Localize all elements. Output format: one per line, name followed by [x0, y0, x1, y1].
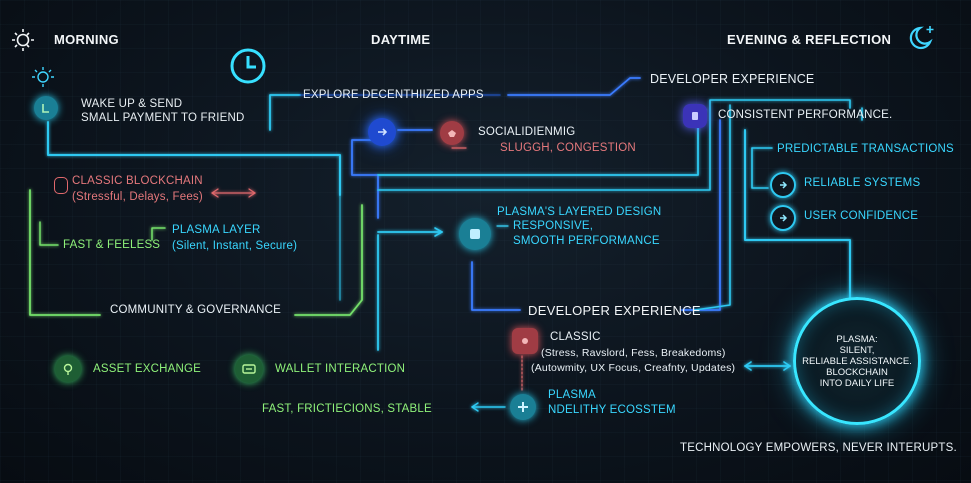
classic-line2: (Stress, Ravslord, Fess, Breakedoms)	[541, 347, 726, 359]
wallet-interaction-text: WALLET INTERACTION	[275, 363, 405, 375]
reliable-systems-text: RELIABLE SYSTEMS	[804, 177, 920, 189]
asset-exchange-icon	[55, 356, 81, 382]
predictable-transactions-text: PREDICTABLE TRANSACTIONS	[777, 143, 954, 155]
circle-line-5: INTO DAILY LIFE	[820, 378, 894, 389]
fast-feeless-text: FAST & FEELESS	[63, 239, 160, 251]
user-confidence-text: USER CONFIDENCE	[804, 210, 918, 222]
circle-line-4: BLOCKCHAIN	[826, 367, 888, 378]
classic-icon	[512, 328, 538, 354]
developer-experience-center: DEVELOPER EXPERIENCE	[528, 303, 701, 318]
fast-frictionless-text: FAST, FRICTIECIONS, STABLE	[262, 403, 432, 415]
arrow-node-icon	[368, 118, 396, 146]
social-icon	[440, 121, 464, 145]
plasma-layer-sub: (Silent, Instant, Secure)	[172, 240, 297, 252]
section-morning: MORNING	[54, 32, 119, 47]
explore-dapps-text: EXPLORE DECENTHIIZED APPS	[303, 89, 484, 101]
classic-blockchain-title: CLASSIC BLOCKCHAIN	[72, 175, 203, 187]
circle-line-2: SILENT,	[840, 345, 875, 356]
section-evening: EVENING & REFLECTION	[727, 32, 891, 47]
sun-icon	[8, 28, 38, 57]
circle-line-3: RELIABLE ASSISTANCE.	[802, 356, 912, 367]
layered-design-line2: RESPONSIVE,	[513, 220, 593, 232]
plasma-summary-circle: PLASMA: SILENT, RELIABLE ASSISTANCE. BLO…	[793, 297, 921, 425]
social-sub: SLUGGH, CONGESTION	[500, 142, 636, 154]
reliable-arrow-icon	[770, 172, 796, 198]
classic-blockchain-sub: (Stressful, Delays, Fees)	[72, 191, 203, 203]
phone-icon	[54, 177, 68, 194]
small-sun-icon	[30, 66, 56, 93]
classic-line3: (Autowmity, UX Focus, Creafnty, Updates)	[531, 362, 735, 374]
plasma-ecosystem-title: PLASMA	[548, 389, 596, 401]
layered-design-icon	[459, 218, 491, 250]
confidence-arrow-icon	[770, 205, 796, 231]
layered-design-title: PLASMA'S LAYERED DESIGN	[497, 206, 661, 218]
asset-exchange-text: ASSET EXCHANGE	[93, 363, 201, 375]
moon-icon	[903, 22, 937, 57]
classic-title: CLASSIC	[550, 331, 601, 343]
plasma-ecosystem-sub: NDELITHY ECOSSTEM	[548, 404, 676, 416]
clock-icon	[228, 46, 268, 91]
section-daytime: DAYTIME	[371, 32, 430, 47]
consistent-performance-text: CONSISTENT PERFORMANCE.	[718, 109, 892, 121]
developer-experience-top: DEVELOPER EXPERIENCE	[650, 72, 814, 86]
social-title: SOCIALIDIENMIG	[478, 126, 575, 138]
wallet-node-icon	[34, 96, 58, 120]
tagline: TECHNOLOGY EMPOWERS, NEVER INTERUPTS.	[680, 442, 957, 454]
plasma-ecosystem-icon	[510, 394, 536, 420]
community-governance-text: COMMUNITY & GOVERNANCE	[110, 304, 281, 316]
circle-line-1: PLASMA:	[836, 334, 877, 345]
plasma-layer-title: PLASMA LAYER	[172, 224, 260, 236]
wake-up-text: WAKE UP & SEND SMALL PAYMENT TO FRIEND	[81, 97, 245, 125]
layered-design-line3: SMOOTH PERFORMANCE	[513, 235, 660, 247]
wallet-interaction-icon	[235, 355, 263, 383]
performance-icon	[683, 104, 707, 128]
